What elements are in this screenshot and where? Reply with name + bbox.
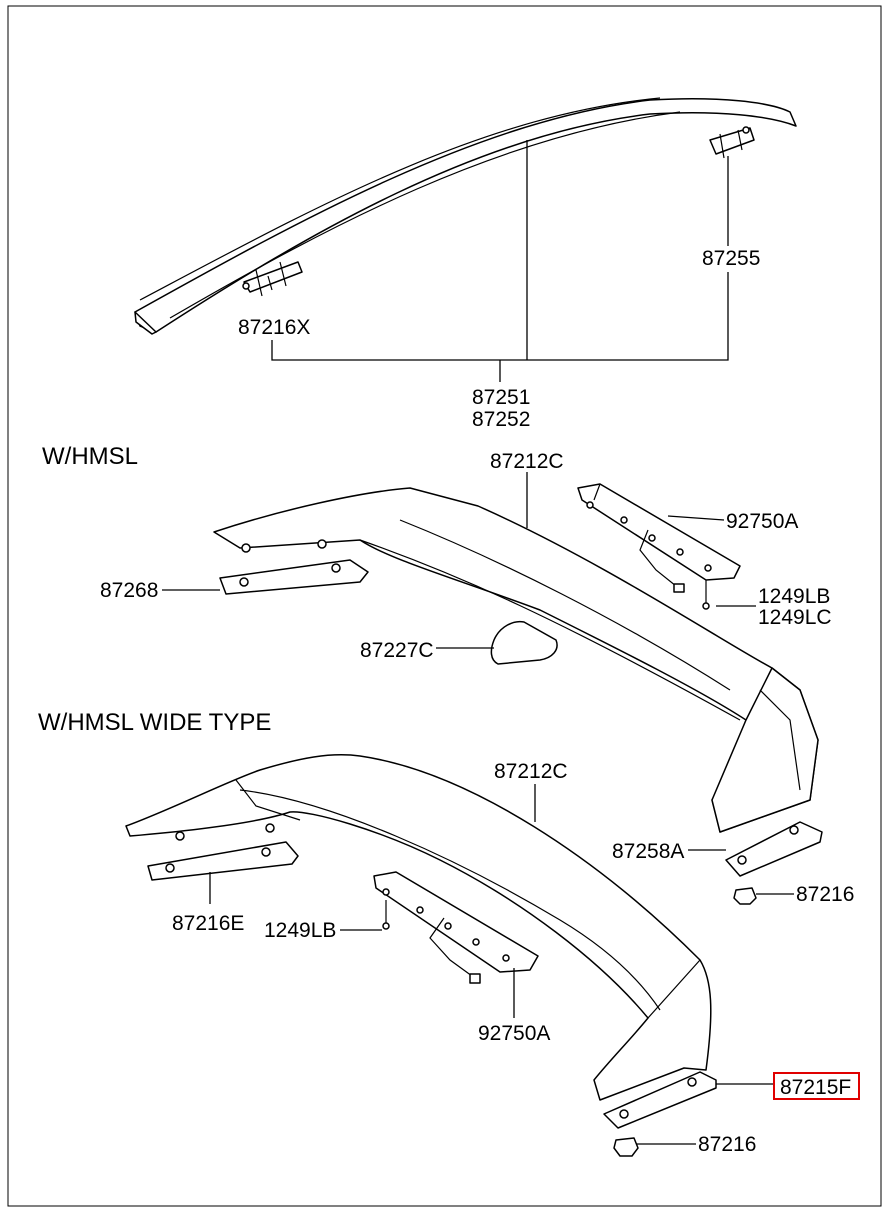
highlight-box-87215F <box>773 1072 860 1100</box>
label-87258A: 87258A <box>612 840 684 863</box>
label-87215F: 87215F <box>780 1076 851 1099</box>
leader-lower <box>209 784 774 1145</box>
clip-87255 <box>709 126 755 159</box>
pad-87258A <box>725 821 823 877</box>
section-title-hmsl-wide: W/HMSL WIDE TYPE <box>38 709 271 736</box>
cover-87227C <box>490 620 558 665</box>
nut-87216-upper <box>733 887 757 905</box>
label-1249LB-wide: 1249LB <box>264 919 336 942</box>
nut-87216-lower <box>613 1137 639 1157</box>
label-87255: 87255 <box>702 247 760 270</box>
label-92750A-hmsl: 92750A <box>726 510 798 533</box>
lamp-92750A-bottom <box>373 871 539 984</box>
label-87252: 87252 <box>472 408 530 431</box>
lamp-92750A-top <box>577 483 741 610</box>
label-87227C: 87227C <box>360 639 434 662</box>
label-1249LC: 1249LC <box>758 606 832 629</box>
label-87251: 87251 <box>472 386 530 409</box>
leader-middle <box>162 472 756 649</box>
label-87212C-hmsl: 87212C <box>490 450 564 473</box>
spoiler-hmsl-wide <box>125 754 712 1101</box>
label-87216E: 87216E <box>172 912 244 935</box>
pad-87268 <box>219 559 369 595</box>
spoiler-hmsl <box>213 487 819 833</box>
leader-middle-right <box>688 849 794 895</box>
section-title-hmsl: W/HMSL <box>42 443 138 470</box>
pad-87216E <box>147 841 299 881</box>
label-87216-lower: 87216 <box>698 1133 756 1156</box>
clip-87216X <box>242 261 303 297</box>
label-1249LB-hmsl: 1249LB <box>758 585 830 608</box>
diagram-border <box>7 5 882 1207</box>
leader-top <box>271 140 729 382</box>
label-87212C-wide: 87212C <box>494 760 568 783</box>
label-87216X: 87216X <box>238 316 310 339</box>
label-87216-upper: 87216 <box>796 883 854 906</box>
label-92750A-wide: 92750A <box>478 1022 550 1045</box>
roof-molding <box>134 97 797 335</box>
label-87268: 87268 <box>100 579 158 602</box>
